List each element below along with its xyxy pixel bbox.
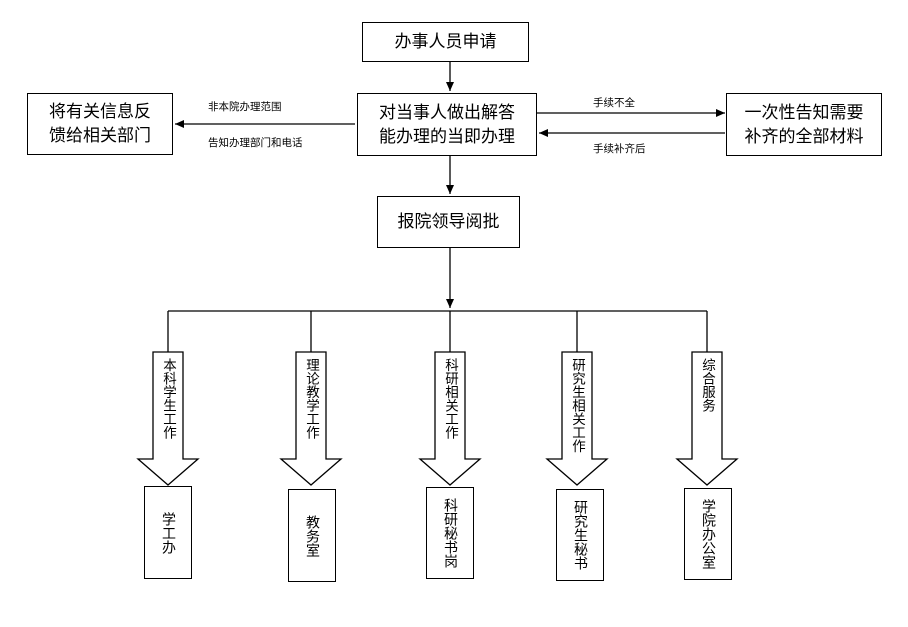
office-box-5: 学院办公室 (684, 488, 732, 580)
node-notify: 一次性告知需要 补齐的全部材料 (726, 93, 882, 156)
office-label-1: 学工办 (160, 511, 176, 554)
node-feedback-line2: 馈给相关部门 (49, 126, 151, 146)
block-arrow-4 (545, 351, 609, 486)
block-arrow-3 (418, 351, 482, 486)
office-box-2: 教务室 (288, 489, 336, 582)
branch-arrow-label-3: 科研相关工作 (442, 358, 458, 439)
office-box-1: 学工办 (144, 486, 192, 579)
office-label-2: 教务室 (304, 514, 320, 557)
node-feedback-line1: 将有关信息反 (49, 102, 151, 122)
office-box-4: 研究生秘书 (556, 489, 604, 581)
branch-arrow-label-2: 理论教学工作 (303, 358, 319, 439)
node-answer-line2: 能办理的当即办理 (379, 126, 515, 147)
office-label-3: 科研秘书岗 (442, 498, 458, 568)
edge-label-tell-dept-phone: 告知办理部门和电话 (208, 137, 303, 149)
edge-label-out-of-scope: 非本院办理范围 (208, 101, 282, 113)
office-box-3: 科研秘书岗 (426, 487, 474, 579)
branch-arrow-label-5: 综合服务 (699, 358, 715, 412)
edge-label-after-complete: 手续补齐后 (593, 143, 646, 155)
block-arrow-2 (279, 351, 343, 486)
office-label-4: 研究生秘书 (572, 500, 588, 570)
node-feedback: 将有关信息反 馈给相关部门 (27, 93, 173, 155)
node-answer: 对当事人做出解答 能办理的当即办理 (357, 93, 537, 156)
block-arrow-5 (675, 351, 739, 486)
node-approve-label: 报院领导阅批 (397, 212, 500, 232)
node-notify-line2: 补齐的全部材料 (744, 126, 864, 147)
node-notify-line1: 一次性告知需要 (744, 102, 864, 123)
office-label-5: 学院办公室 (700, 499, 716, 569)
branch-arrow-label-1: 本科学生工作 (160, 358, 176, 439)
block-arrow-1 (136, 351, 200, 486)
node-approve: 报院领导阅批 (377, 196, 520, 248)
branch-arrow-label-4: 研究生相关工作 (569, 358, 585, 453)
node-answer-line1: 对当事人做出解答 (379, 102, 515, 123)
edge-label-incomplete: 手续不全 (593, 97, 635, 109)
node-apply-label: 办事人员申请 (394, 32, 497, 52)
node-apply: 办事人员申请 (362, 22, 529, 62)
